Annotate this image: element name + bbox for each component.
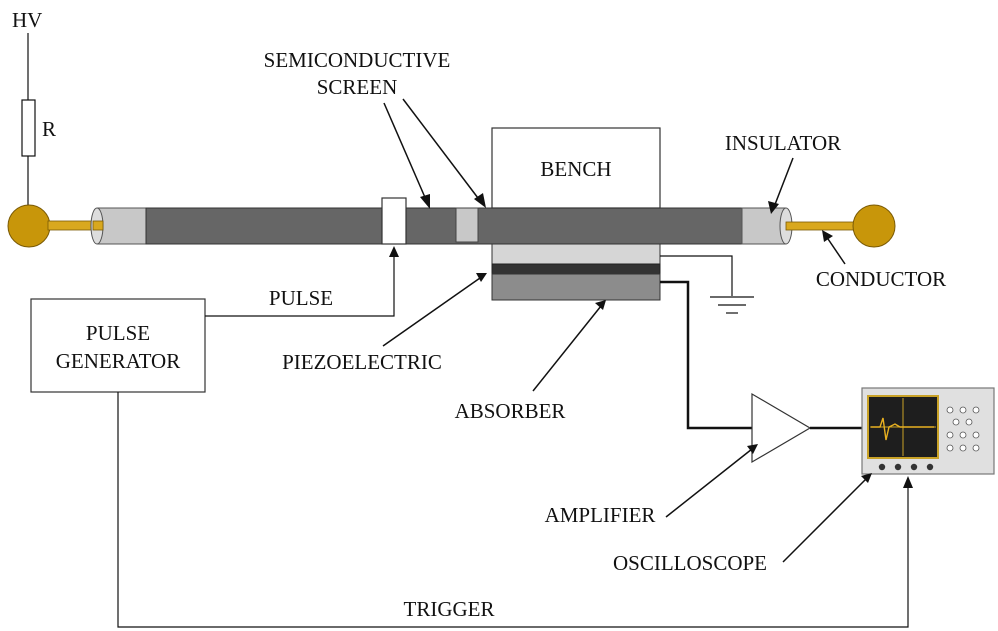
absorber-arrow xyxy=(532,305,602,392)
signal-wire xyxy=(660,280,752,430)
conductor-arrowhead xyxy=(822,230,833,242)
ground-electrode xyxy=(491,243,661,265)
semiconductive-arrow-2 xyxy=(402,98,482,203)
semiconductive-arrowhead-2 xyxy=(474,193,486,208)
piezoelectric-sensor xyxy=(381,197,407,245)
trigger-label: TRIGGER xyxy=(404,597,495,621)
left-conductor-rod xyxy=(47,220,97,231)
bench-label: BENCH xyxy=(540,157,611,181)
pulse-arrowhead xyxy=(389,246,399,257)
pulse-generator-label-1: PULSE xyxy=(86,321,150,345)
insulator-arrowhead xyxy=(768,201,779,214)
amplifier-arrow xyxy=(665,448,753,518)
insulator-label: INSULATOR xyxy=(725,131,841,155)
right-conductor-rod xyxy=(785,221,855,231)
oscilloscope-waveform xyxy=(871,417,934,441)
amplifier-label: AMPLIFIER xyxy=(545,503,656,527)
left-conductor-core xyxy=(92,220,104,231)
trigger-arrowhead xyxy=(903,476,913,488)
conductor-arrow xyxy=(825,235,846,265)
oscilloscope-buttons xyxy=(878,463,934,471)
piezoelectric-arrow xyxy=(382,277,481,347)
resistor xyxy=(21,99,36,157)
cable-semiconductive-screen xyxy=(145,207,743,245)
pulse-generator-box xyxy=(30,298,206,393)
screen-gap xyxy=(455,207,479,243)
semiconductive-arrow-1 xyxy=(383,102,428,203)
hv-label: HV xyxy=(12,8,42,32)
oscilloscope-label: OSCILLOSCOPE xyxy=(613,551,767,575)
semiconductive-arrowhead-1 xyxy=(420,194,430,209)
conductor-label: CONDUCTOR xyxy=(816,267,946,291)
semiconductive-label-2: SCREEN xyxy=(317,75,398,99)
left-electrode xyxy=(7,204,51,248)
bench-box xyxy=(491,127,661,209)
pulse-label: PULSE xyxy=(269,286,333,310)
insulator-arrow xyxy=(773,157,794,208)
oscilloscope xyxy=(861,387,995,475)
resistor-label: R xyxy=(42,117,56,141)
piezo-film xyxy=(491,263,661,275)
ground-wire xyxy=(660,255,733,296)
semiconductive-label-1: SEMICONDUCTIVE xyxy=(264,48,451,72)
oscilloscope-arrowhead xyxy=(861,473,872,483)
piezoelectric-label: PIEZOELECTRIC xyxy=(282,350,442,374)
trigger-wire xyxy=(117,392,909,628)
absorber-arrowhead xyxy=(595,300,606,310)
absorber-label: ABSORBER xyxy=(455,399,566,423)
oscilloscope-knobs xyxy=(946,406,980,452)
absorber-block xyxy=(491,273,661,301)
pulse-wire xyxy=(205,252,395,317)
amplifier-symbol xyxy=(751,392,812,464)
right-electrode xyxy=(852,204,896,248)
pulse-generator-label-2: GENERATOR xyxy=(56,349,180,373)
oscilloscope-arrow xyxy=(782,478,867,563)
piezoelectric-arrowhead xyxy=(476,273,487,282)
amplifier-arrowhead xyxy=(747,444,758,454)
